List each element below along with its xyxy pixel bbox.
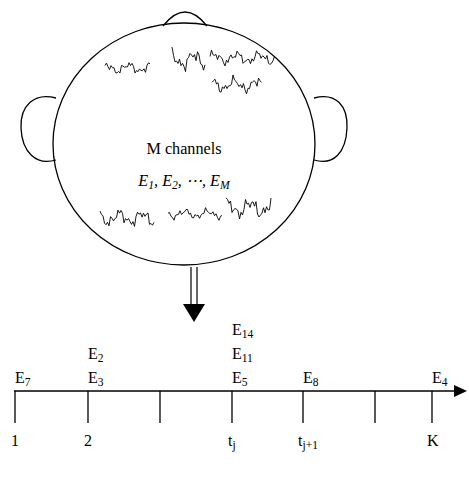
time-index: 2 [84,432,92,450]
channel-event: E5 [232,369,248,387]
channel-list: E1, E2, ⋯, EM [52,170,316,192]
eeg-waveform [226,198,271,219]
subscript: 1 [148,179,154,192]
head-ear [21,97,56,162]
subscript: j+1 [302,439,317,451]
head-outline: M channelsE1, E2, ⋯, EM [52,22,316,266]
head-outline-path [53,23,315,265]
subscript: 4 [442,376,448,388]
time-axis [14,385,467,423]
channel-event: E7 [15,369,31,387]
channel-event: E8 [303,369,319,387]
channel-event: E3 [88,369,104,387]
eeg-waveform [100,210,154,226]
time-index: K [427,432,439,450]
time-index: tj+1 [298,432,318,450]
subscript: 2 [98,352,104,364]
eeg-waveform [105,63,150,73]
channel-event: E11 [232,345,253,363]
subscript: 14 [242,328,254,340]
subscript: j [232,439,235,451]
eeg-waveform [172,47,205,72]
time-index: tj [228,432,236,450]
channel-event: E4 [432,369,448,387]
subscript: M [220,179,230,192]
eeg-waveform [212,75,262,94]
node-heading: M channels [52,138,316,160]
head-ear [314,97,347,162]
channel-event: E14 [232,321,253,339]
subscript: 5 [242,376,248,388]
time-index: 1 [11,432,19,450]
eeg-waveform [168,208,222,221]
subscript: 2 [172,179,178,192]
subscript: 7 [25,376,31,388]
eeg-waveform [210,50,275,66]
subscript: 3 [98,376,104,388]
down-arrow [183,267,205,322]
subscript: 8 [313,376,319,388]
subscript: 11 [242,352,253,364]
channel-event: E2 [88,345,104,363]
